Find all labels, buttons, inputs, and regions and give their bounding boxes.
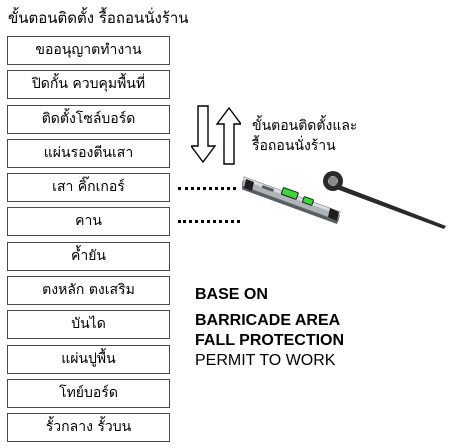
step-base-plate: แผ่นรองตีนเสา — [7, 138, 170, 168]
note-permit-to-work: PERMIT TO WORK — [195, 352, 336, 369]
step-sole-board: ติดตั้งโซล์บอร์ด — [7, 104, 170, 134]
spirit-level-icon — [242, 176, 341, 224]
post-dotted-connector — [178, 187, 236, 190]
step-beam: คาน — [7, 207, 170, 237]
up-down-arrows-icon — [191, 105, 241, 165]
beam-dotted-connector — [178, 220, 240, 223]
arrows-label-line2: รื้อถอนนั่งร้าน — [252, 138, 336, 154]
step-guard-rails: รั้วกลาง รั้วบน — [7, 413, 170, 443]
arrows-label-line1: ขั้นตอนติดตั้งและ — [252, 118, 358, 134]
note-barricade-area: BARRICADE AREA — [195, 312, 341, 329]
step-platform-deck: แผ่นปูพื้น — [7, 344, 170, 374]
note-fall-protection: FALL PROTECTION — [195, 332, 345, 349]
step-barricade-area: ปิดกั้น ควบคุมพื้นที่ — [7, 70, 170, 100]
step-permit-to-work: ขออนุญาตทำงาน — [7, 36, 170, 65]
step-ladder: บันได — [7, 310, 170, 340]
tools-illustration — [242, 171, 446, 229]
step-toe-board: โทย์บอร์ด — [7, 378, 170, 408]
notes-block: BASE ON BARRICADE AREA FALL PROTECTION P… — [195, 285, 395, 371]
page-title: ขั้นตอนติดตั้ง รื้อถอนนั่งร้าน — [8, 9, 189, 27]
steps-list: ขออนุญาตทำงาน ปิดกั้น ควบคุมพื้นที่ ติดต… — [7, 36, 170, 448]
step-ledger-transom: ตงหลัก ตงเสริม — [7, 276, 170, 306]
notes-heading: BASE ON — [195, 286, 268, 303]
step-brace: ค้ำยัน — [7, 241, 170, 271]
step-post-kicker: เสา คิ๊กเกอร์ — [7, 173, 170, 203]
arrows-label: ขั้นตอนติดตั้งและ รื้อถอนนั่งร้าน — [252, 116, 357, 156]
podger-spanner-icon — [323, 171, 446, 229]
